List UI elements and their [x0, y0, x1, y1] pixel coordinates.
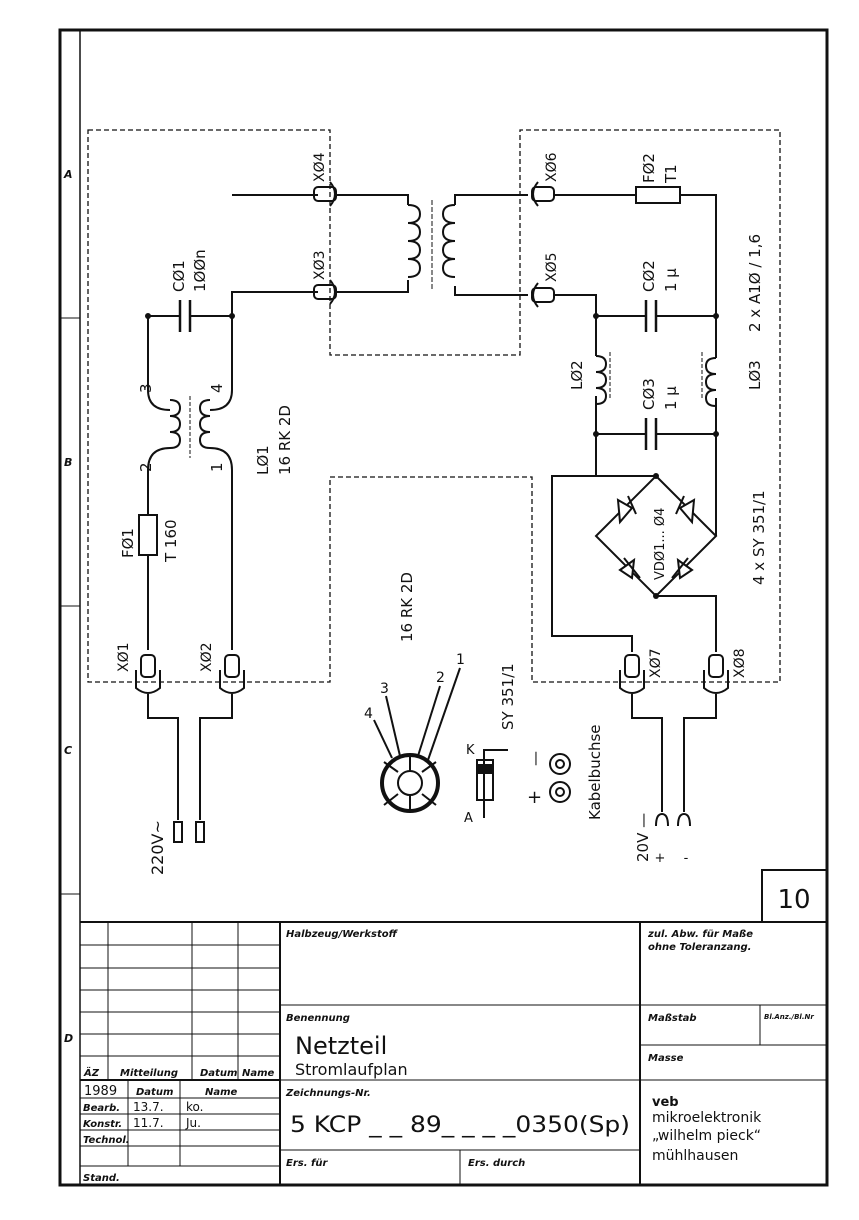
drawing-subtitle: Stromlaufplan — [295, 1060, 408, 1079]
diode-a: A — [464, 811, 473, 826]
supply-label: 220V~ — [148, 820, 167, 875]
left-enclosure — [87, 129, 781, 683]
socket-minus: — — [526, 751, 544, 766]
wire-note: 2 x A1Ø / 1,6 — [746, 234, 764, 332]
cable-socket — [549, 753, 571, 803]
output-minus: - — [684, 851, 689, 866]
rev-header-datum: Datum — [200, 1068, 237, 1079]
ers-durch-label: Ers. durch — [468, 1158, 525, 1169]
halbzeug-label: Halbzeug/Werkstoff — [286, 929, 399, 940]
company-line-2: mikroelektronik — [652, 1110, 762, 1126]
blatt-label: Bl.Anz./Bl.Nr — [764, 1013, 814, 1021]
datum-header: Datum — [136, 1087, 173, 1098]
zeichnungs-label: Zeichnungs-Nr. — [285, 1088, 371, 1099]
bridge-name: VDØ1... Ø4 — [653, 508, 668, 580]
name-header: Name — [205, 1087, 238, 1098]
benennung-label: Benennung — [286, 1013, 350, 1024]
row-bearb-label: Bearb. — [83, 1103, 120, 1114]
tolerance-label-2: ohne Toleranzang. — [648, 942, 751, 953]
x02-label: XØ2 — [199, 642, 215, 672]
x01-label: XØ1 — [116, 642, 132, 672]
l01-type: 16 RK 2D — [276, 405, 294, 475]
c03-value: 1 µ — [662, 386, 680, 410]
massstab-label: Maßstab — [648, 1013, 697, 1024]
stand-label: Stand. — [83, 1173, 120, 1184]
zone-letter-d: D — [64, 1032, 73, 1045]
row-konstr-date: 11.7. — [133, 1116, 164, 1130]
year: 1989 — [84, 1084, 117, 1099]
masse-label: Masse — [648, 1053, 684, 1064]
l03-label: LØ3 — [746, 360, 764, 390]
f02-value: T1 — [662, 164, 680, 184]
output-label: 20V — — [634, 813, 652, 862]
l01-name: LØ1 — [254, 445, 272, 475]
toroid-pin-4: 4 — [364, 706, 373, 722]
x06-label: XØ6 — [544, 152, 560, 182]
output-plus: + — [655, 851, 666, 866]
l01-pin-3: 3 — [137, 383, 155, 393]
row-bearb-name: ko. — [186, 1100, 203, 1114]
toroid-pin-3: 3 — [380, 681, 389, 697]
row-technol-label: Technol. — [83, 1135, 130, 1146]
f02-name: FØ2 — [640, 153, 658, 183]
f01-value: T 160 — [162, 519, 180, 563]
x03-label: XØ3 — [312, 250, 328, 280]
company-line-3: „wilhelm pieck“ — [652, 1128, 761, 1144]
x07-label: XØ7 — [648, 648, 664, 678]
x08-label: XØ8 — [732, 648, 748, 678]
toroid-type: 16 RK 2D — [398, 572, 416, 642]
x04-label: XØ4 — [312, 152, 328, 182]
diode-k: K — [466, 743, 475, 758]
socket-label: Kabelbuchse — [586, 724, 604, 820]
toroid-pin-1: 1 — [456, 652, 465, 668]
l01-pin-4: 4 — [208, 383, 226, 393]
c01-value: 1ØØn — [191, 249, 209, 292]
zone-letter-a: A — [63, 168, 73, 181]
outer-frame — [58, 28, 829, 1187]
rev-header-az: ÄZ — [83, 1065, 100, 1079]
row-konstr-name: Ju. — [185, 1116, 201, 1130]
f01-name: FØ1 — [119, 528, 137, 558]
row-konstr-label: Konstr. — [83, 1119, 122, 1130]
drawing-title: Netzteil — [295, 1032, 387, 1060]
toroid-pin-2: 2 — [436, 670, 445, 686]
zone-letter-b: B — [64, 456, 72, 469]
l01-pin-2: 2 — [137, 462, 155, 472]
company-line-4: mühlhausen — [652, 1148, 738, 1164]
c02-value: 1 µ — [662, 268, 680, 292]
ers-fuer-label: Ers. für — [286, 1158, 328, 1169]
l02-label: LØ2 — [568, 360, 586, 390]
tolerance-label-1: zul. Abw. für Maße — [647, 929, 753, 940]
bridge-type: 4 x SY 351/1 — [750, 490, 768, 585]
l01-pin-1: 1 — [208, 462, 226, 472]
rev-header-mitteilung: Mitteilung — [120, 1068, 178, 1079]
diode-type: SY 351/1 — [499, 663, 517, 730]
c02-name: CØ2 — [640, 260, 658, 292]
zone-letter-c: C — [64, 744, 72, 757]
row-bearb-date: 13.7. — [133, 1100, 164, 1114]
sheet-number: 10 — [777, 885, 810, 915]
x05-label: XØ5 — [544, 252, 560, 282]
rev-header-name: Name — [242, 1068, 275, 1079]
socket-plus: + — [527, 787, 542, 808]
drawing-number: 5 KCP _ _ 89_ _ _ _0350(Sp) — [290, 1113, 630, 1138]
company-line-1: veb — [652, 1095, 679, 1110]
c03-name: CØ3 — [640, 378, 658, 410]
toroid-core — [380, 753, 440, 813]
c01-name: CØ1 — [170, 260, 188, 292]
